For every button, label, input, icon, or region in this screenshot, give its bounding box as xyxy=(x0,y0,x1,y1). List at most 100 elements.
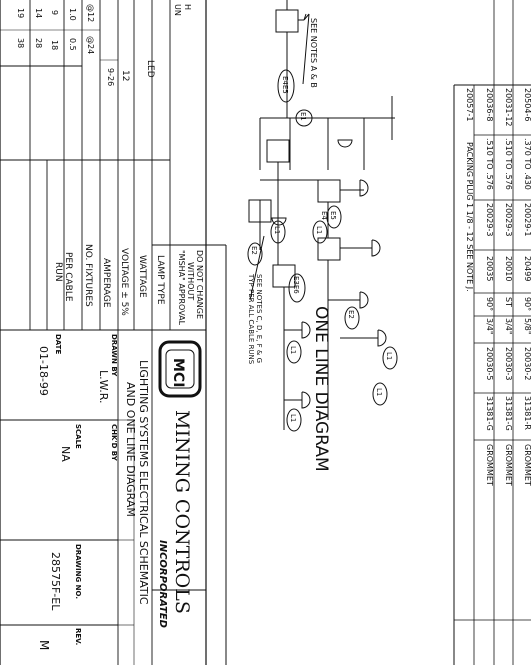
parts-table: 20504-6 .370 TO .430 20029-1 20499 90° 5… xyxy=(453,0,531,665)
fixtures-24: 18 xyxy=(50,40,59,50)
row1-c8: 31381-R xyxy=(523,396,531,430)
cable-row-2-b: 38 xyxy=(16,38,25,48)
msha-note-1: DO NOT CHANGE xyxy=(195,250,204,319)
junction-box-mid-2 xyxy=(317,237,341,261)
note-cdefg-1: SEE NOTES C, D, E, F & G xyxy=(255,274,263,363)
note-a-b: SEE NOTES A & B xyxy=(309,18,318,88)
label-e3e6: E3E6 xyxy=(292,276,300,294)
company-name: MINING CONTROLS xyxy=(171,410,193,614)
rev-label: REV. xyxy=(74,628,82,645)
scale-label: SCALE xyxy=(74,424,82,449)
label-e5: E5 xyxy=(329,211,337,220)
row1-c9: GROMMET xyxy=(523,444,531,486)
lamp-type-label: LAMP TYPE xyxy=(155,255,165,305)
wattage-value: 12 xyxy=(120,70,130,81)
row2-c8: 31381-G xyxy=(504,396,513,431)
row4-c2: PACKING PLUG 1 1/8 - 12 SEE NOTE J. xyxy=(465,142,474,292)
junction-box-upper xyxy=(266,139,290,163)
drawn-by-label: DRAWN BY xyxy=(110,334,118,377)
label-e4: E4 xyxy=(320,211,328,220)
voltage-sub-24: @24 xyxy=(86,36,95,54)
junction-box-left xyxy=(248,199,272,223)
amperage-12: 1.0 xyxy=(68,8,77,21)
row1-c1: 20504-6 xyxy=(523,88,531,121)
cable-label-1: PER CABLE xyxy=(63,252,73,302)
label-e1-circle xyxy=(295,109,313,127)
fragment-un: UN xyxy=(173,4,182,16)
company-suffix: INCORPORATED xyxy=(157,540,168,628)
rev-value: M xyxy=(37,640,51,650)
row3-c5: 90° xyxy=(485,297,494,311)
junction-box-top xyxy=(275,9,299,33)
row3-c6: 3/4" xyxy=(485,318,494,335)
label-l1-d: L1 xyxy=(289,414,297,422)
lamp-1 xyxy=(337,139,353,148)
row2-c2: .510 TO .576 xyxy=(504,138,513,190)
row3-c8: 31381-G xyxy=(485,396,494,431)
drawing-title-2: AND ONE LINE DIAGRAM xyxy=(124,382,137,517)
row3-c1: 20036-8 xyxy=(485,88,494,121)
row3-c2: .510 TO .576 xyxy=(485,138,494,190)
drawing-no: 28575F-EL xyxy=(49,552,62,611)
msha-note-2: WITHOUT xyxy=(186,262,195,300)
label-e2: E2 xyxy=(250,246,258,255)
voltage-value: 9-26 xyxy=(106,68,115,86)
checked-by-label: CHK'D BY xyxy=(110,424,118,462)
lamp-type-value: LED xyxy=(145,60,155,78)
row2-c5: ST xyxy=(504,297,513,307)
label-e2-b: E2 xyxy=(347,310,355,319)
label-e1: E1 xyxy=(299,112,307,121)
row1-c2: .370 TO .430 xyxy=(523,138,531,190)
row1-c3: 20029-1 xyxy=(523,203,531,236)
voltage-label: VOLTAGE ± 5% xyxy=(119,248,129,316)
label-l1-a: L1 xyxy=(273,226,281,234)
cable-row-2-a: 19 xyxy=(16,8,25,18)
diagram-title: ONE LINE DIAGRAM xyxy=(311,306,331,472)
label-e4e5: E4E5 xyxy=(281,76,289,94)
drawn-by: L.W.R. xyxy=(97,370,110,403)
row1-c5: 90° xyxy=(523,297,531,311)
row2-c4: 20010 xyxy=(504,256,513,281)
row3-c7: 20030-5 xyxy=(485,347,494,380)
row3-c9: GROMMET xyxy=(485,444,494,486)
row1-c4: 20499 xyxy=(523,256,531,281)
label-l1-e: L1 xyxy=(385,352,393,360)
date-label: DATE xyxy=(54,334,62,354)
row4-c1: 20057-1 xyxy=(465,88,474,121)
voltage-sub-12: @12 xyxy=(86,4,95,22)
row2-c6: 3/4" xyxy=(504,318,513,335)
wattage-label: WATTAGE xyxy=(137,255,147,298)
one-line-diagram xyxy=(247,0,398,432)
junction-box-mid xyxy=(317,179,341,203)
row3-c3: 20029-3 xyxy=(485,203,494,236)
junction-box-low xyxy=(272,264,296,288)
row2-c1: 20031-12 xyxy=(504,88,513,127)
label-l1-c: L1 xyxy=(289,346,297,354)
fixtures-12: 9 xyxy=(50,10,59,15)
row1-c6: 5/8" xyxy=(523,318,531,335)
fixtures-label: NO. FIXTURES xyxy=(83,244,93,307)
company-logo: MCI xyxy=(158,340,202,398)
amperage-24: 0.5 xyxy=(68,38,77,51)
title-block: H UN DO NOT CHANGE WITHOUT "MSHA" APPROV… xyxy=(0,0,227,665)
label-l1-f: L1 xyxy=(375,388,383,396)
logo-letters: MCI xyxy=(170,358,186,387)
row3-c4: 20035 xyxy=(485,256,494,281)
date-value: 01-18-99 xyxy=(37,346,50,396)
row2-c3: 20029-3 xyxy=(504,203,513,236)
row1-c7: 20030-2 xyxy=(523,347,531,380)
msha-note-3: "MSHA" APPROVAL xyxy=(177,250,186,326)
scale-value: NA xyxy=(59,446,72,462)
drawing-title-1: LIGHTING SYSTEMS ELECTRICAL SCHEMATIC xyxy=(137,360,150,605)
amperage-label: AMPERAGE xyxy=(101,258,111,308)
label-l1-b: L1 xyxy=(315,226,323,234)
note-cdefg-2: TYP PER ALL CABLE RUNS xyxy=(247,273,255,365)
fragment-h: H xyxy=(183,4,192,10)
row2-c7: 20030-3 xyxy=(504,347,513,380)
cable-row-1-a: 14 xyxy=(34,8,43,18)
cable-label-2: RUN xyxy=(53,262,63,282)
diagram-labels: ONE LINE DIAGRAM SEE NOTES A & B SEE NOT… xyxy=(247,18,393,472)
drawing-no-label: DRAWING NO. xyxy=(74,544,82,599)
cable-row-1-b: 28 xyxy=(34,38,43,48)
